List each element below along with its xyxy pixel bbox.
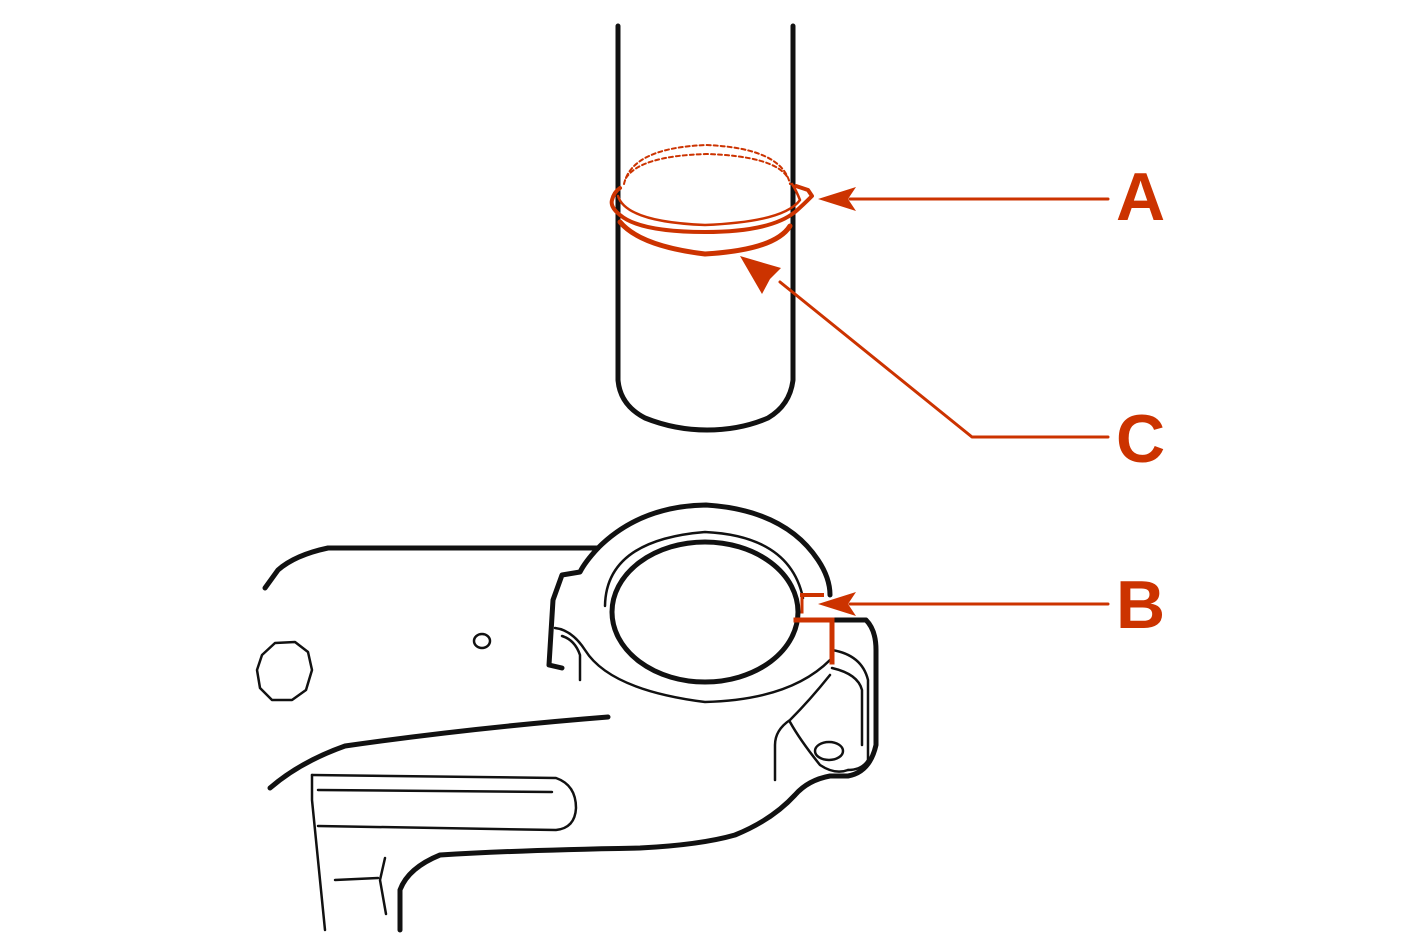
pinch-boss-lower (830, 666, 864, 747)
callout-labels: A B C (1116, 159, 1165, 643)
pinch-boss (830, 648, 870, 772)
bracket-clamp-slot (546, 545, 601, 671)
lower-arm (310, 773, 578, 832)
callout-label-b: B (1116, 567, 1165, 643)
clamp-ring-face-left (560, 634, 582, 682)
callout-label-a: A (1116, 159, 1165, 235)
leader-b-arrow (818, 592, 856, 616)
fork-tube-outline (615, 23, 796, 433)
bolt-hole (813, 740, 845, 762)
bracket-right-edge (397, 617, 879, 933)
notch-b-step (793, 617, 835, 665)
left-mounting-hole (255, 640, 314, 702)
ring-a-hidden-edge-inner (625, 153, 789, 179)
lower-arm-left (310, 773, 327, 932)
ring-a (609, 184, 814, 234)
pinch-boss-side (773, 673, 832, 782)
leader-c-arrow (740, 256, 781, 294)
ring-a-hidden-edge (623, 144, 791, 185)
leader-c-line (778, 280, 1110, 439)
clamp-ring-face (553, 626, 832, 704)
tube-rings (609, 144, 814, 257)
callout-label-c: C (1116, 401, 1165, 477)
notch-b (793, 593, 835, 665)
clamp-bore-rim (603, 530, 805, 608)
bracket-outer-outline (262, 545, 601, 591)
clamp-bore (609, 539, 801, 685)
fork-tube (615, 23, 796, 433)
leader-a-arrow (818, 187, 856, 211)
lower-arm-mark (333, 856, 388, 916)
bracket-clamp-ring-outer (595, 502, 833, 598)
ring-a-inner (616, 182, 802, 227)
small-hole (472, 632, 492, 650)
bracket-lower-edge (267, 714, 611, 791)
fork-clamp-bracket (255, 502, 879, 933)
callout-leaders (740, 187, 1110, 616)
bolt-hole-ring (788, 720, 850, 773)
ring-c (617, 219, 793, 257)
lower-arm-inner (316, 788, 554, 794)
